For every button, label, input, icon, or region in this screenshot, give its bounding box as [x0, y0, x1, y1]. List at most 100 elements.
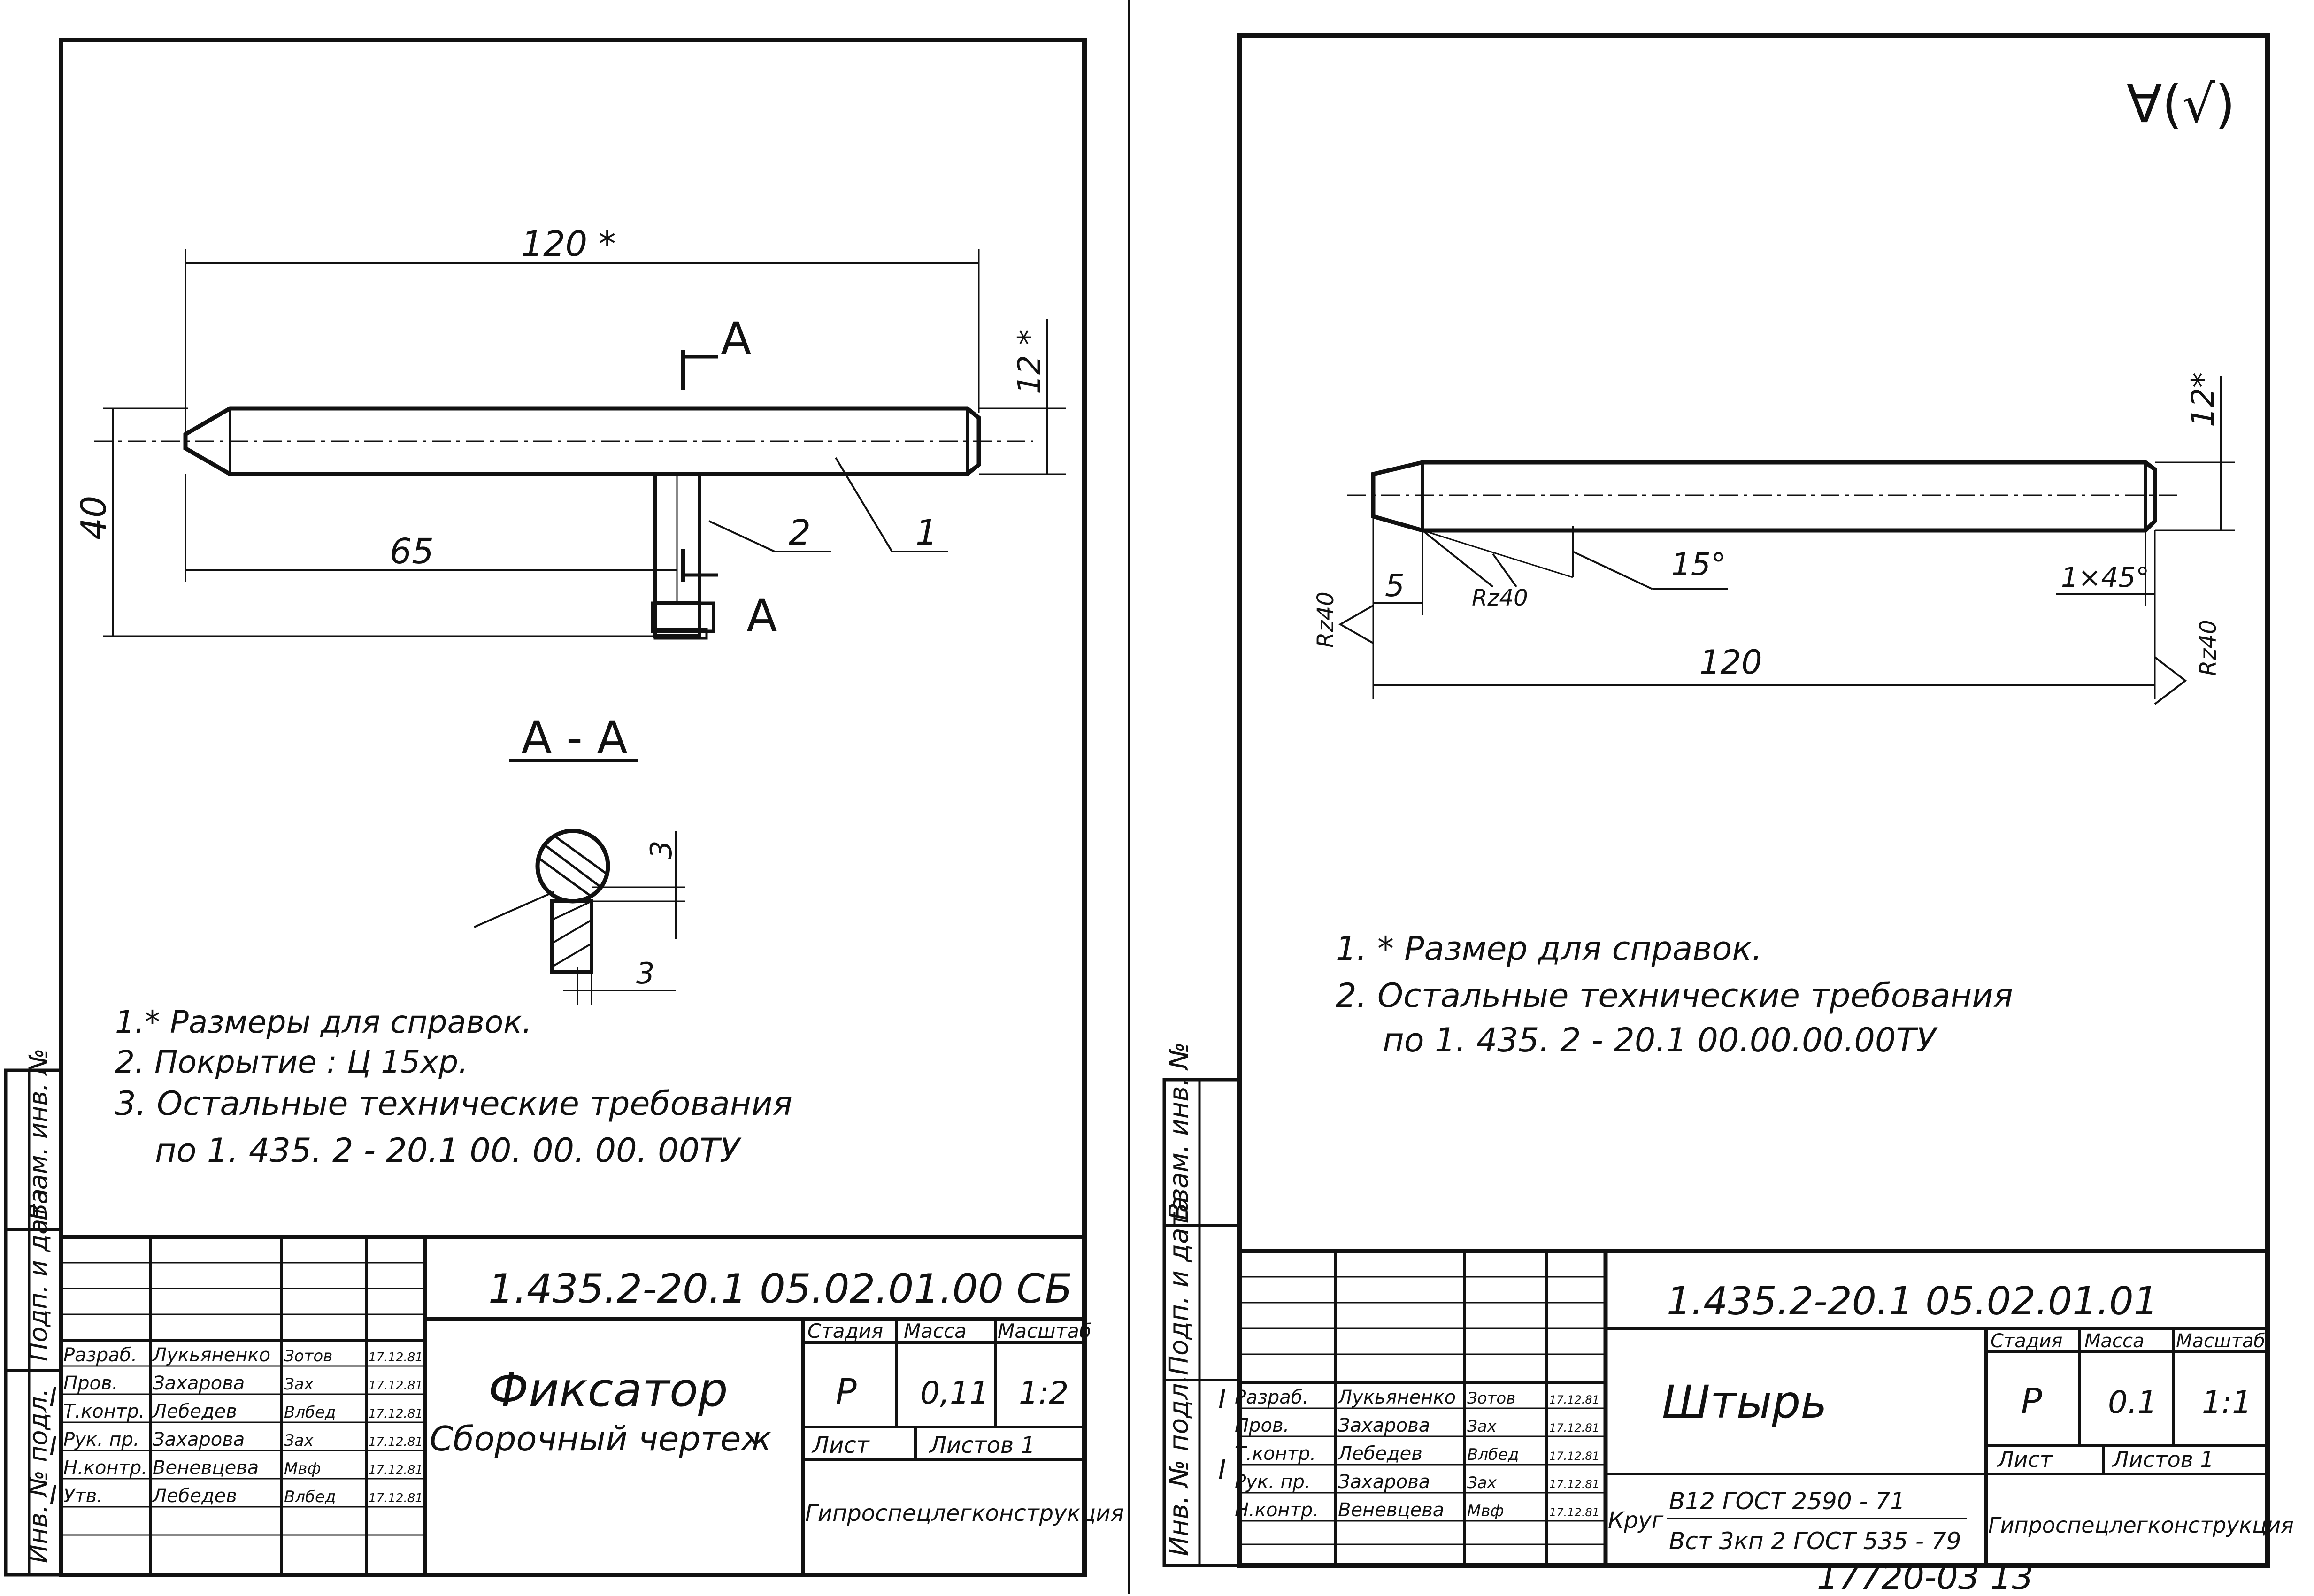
- section-dim-3a: 3: [644, 841, 678, 859]
- left-signer-name: Захарова: [153, 1373, 245, 1394]
- left-scale-value: 1:2: [1019, 1375, 1069, 1411]
- dim-diameter: 12 *: [979, 319, 1066, 475]
- leader-2: 2: [708, 513, 831, 553]
- left-signers: Разраб. Лукьяненко Зотов 17.12.81 Пров. …: [63, 1344, 423, 1507]
- leader-1: 1: [835, 457, 948, 553]
- right-header-stage: Стадия: [1991, 1330, 2062, 1352]
- left-note-4: по 1. 435. 2 - 20.1 00. 00. 00. 00ТУ: [155, 1131, 742, 1170]
- right-signer-name: Захарова: [1338, 1471, 1430, 1493]
- leader-2-label: 2: [789, 513, 811, 553]
- right-dim-length: 120: [1373, 530, 2156, 699]
- right-dim-chamfer-label: 1×45°: [2061, 561, 2149, 593]
- left-sheet-label: Лист: [811, 1432, 870, 1458]
- right-signer-date: 17.12.81: [1549, 1450, 1599, 1463]
- right-sheet: Инв. № подл. Подп. и дата Взам. инв. № ∀…: [1162, 33, 2294, 1596]
- left-note-2: 2. Покрытие : Ц 15хр.: [115, 1044, 468, 1080]
- right-roughness-2: Rz40: [1313, 591, 1339, 648]
- left-signer-name: Веневцева: [153, 1457, 259, 1479]
- right-signer-sign: Зах: [1467, 1473, 1497, 1492]
- right-signer-name: Лукьяненко: [1337, 1387, 1456, 1408]
- right-signer-role: Рук. пр.: [1235, 1471, 1311, 1493]
- right-roughness-marks: Rz40 Rz40 Rz40: [1313, 529, 2222, 705]
- left-signer-sign: Зах: [284, 1431, 314, 1450]
- right-material-prefix: Круг: [1608, 1507, 1664, 1534]
- right-header-mass: Масса: [2084, 1330, 2145, 1352]
- left-note-3: 3. Остальные технические требования: [115, 1084, 792, 1123]
- right-signer-name: Захарова: [1338, 1415, 1430, 1436]
- right-dim-diameter-label: 12*: [2185, 372, 2221, 427]
- section-aa: A - A 3 3: [474, 712, 685, 1005]
- right-dim-chamfer-len-label: 5: [1385, 568, 1405, 604]
- left-header-mass: Масса: [904, 1320, 967, 1343]
- leader-1-label: 1: [915, 513, 938, 553]
- right-material-bottom: Вст 3кп 2 ГОСТ 535 - 79: [1669, 1527, 1961, 1555]
- right-margin-strip: [1162, 1078, 1241, 1567]
- right-signer-sign: Мвф: [1467, 1502, 1504, 1520]
- right-note-2: 2. Остальные технические требования: [1336, 976, 2013, 1015]
- left-title-block: 1.435.2-20.1 05.02.01.00 СБ Фиксатор Сбо…: [49, 1235, 1124, 1575]
- pin-part: [1347, 460, 2178, 533]
- left-signer-date: 17.12.81: [369, 1435, 423, 1449]
- left-signer-sign: Зах: [284, 1375, 314, 1394]
- left-signer-sign: Зотов: [284, 1347, 332, 1366]
- left-signer-sign: Влбед: [284, 1488, 336, 1506]
- right-sheet-frame: [1237, 33, 2270, 1568]
- right-signer-date: 17.12.81: [1549, 1421, 1599, 1435]
- dim-offset-label: 65: [390, 531, 434, 572]
- left-part-name: Фиксатор: [488, 1362, 728, 1417]
- left-signer-role: Рук. пр.: [63, 1429, 139, 1450]
- section-mark-top: A: [681, 313, 752, 390]
- right-margin-label-inv: Инв. № подл.: [1164, 1375, 1194, 1556]
- left-signer-role: Т.контр.: [63, 1401, 145, 1422]
- left-note-1: 1.* Размеры для справок.: [115, 1004, 532, 1040]
- right-dim-diameter: 12*: [2155, 372, 2235, 531]
- margin-label-inv: Инв. № подл.: [23, 1388, 53, 1563]
- left-signer-sign: Мвф: [284, 1459, 321, 1478]
- dim-height: 40: [74, 407, 657, 637]
- left-signer-date: 17.12.81: [369, 1463, 423, 1477]
- right-note-1: 1. * Размер для справок.: [1336, 929, 1762, 968]
- left-header-stage: Стадия: [807, 1320, 883, 1343]
- section-dim-3b: 3: [636, 956, 654, 990]
- right-signer-sign: Влбед: [1467, 1445, 1519, 1464]
- right-part-name: Штырь: [1662, 1376, 1827, 1428]
- left-sheets-label: Листов 1: [929, 1432, 1035, 1458]
- right-title-block: 1.435.2-20.1 05.02.01.01 Штырь Стадия Ма…: [1218, 1249, 2294, 1565]
- margin-label-replace: Взам. инв. №: [23, 1048, 53, 1220]
- left-signer-date: 17.12.81: [369, 1491, 423, 1505]
- left-notes: 1.* Размеры для справок. 2. Покрытие : Ц…: [115, 1004, 792, 1170]
- right-margin-mark: I: [1218, 1455, 1226, 1485]
- section-title: A - A: [521, 712, 628, 764]
- right-signer-date: 17.12.81: [1549, 1393, 1599, 1406]
- left-margin-mark: I: [49, 1382, 57, 1412]
- right-signer-role: Н.контр.: [1235, 1499, 1319, 1521]
- right-sheets-label: Листов 1: [2112, 1447, 2214, 1472]
- left-signer-name: Лукьяненко: [152, 1344, 270, 1366]
- left-margin-mark: I: [49, 1481, 57, 1511]
- left-signer-name: Лебедев: [152, 1401, 237, 1422]
- right-notes: 1. * Размер для справок. 2. Остальные те…: [1336, 929, 2013, 1059]
- right-margin-label-sign: Подп. и дата: [1164, 1197, 1194, 1375]
- left-doc-type: Сборочный чертеж: [430, 1419, 771, 1458]
- left-sheet-frame: [59, 38, 1087, 1577]
- right-mass-value: 0.1: [2108, 1384, 2157, 1420]
- section-mark-bottom: A: [681, 549, 777, 642]
- left-signer-date: 17.12.81: [369, 1379, 423, 1393]
- left-sheet: Инв. № подл. Подп. и дата Взам. инв. № 1…: [4, 38, 1124, 1577]
- right-signer-date: 17.12.81: [1549, 1506, 1599, 1519]
- right-sheet-label: Лист: [1997, 1447, 2053, 1472]
- left-signer-role: Н.контр.: [63, 1457, 147, 1479]
- dim-diameter-label: 12 *: [1011, 330, 1047, 394]
- right-signer-role: Разраб.: [1235, 1387, 1308, 1408]
- right-dim-chamfer-len: 5: [1372, 516, 1423, 699]
- right-signer-name: Веневцева: [1338, 1499, 1444, 1521]
- roughness-mark: ∀(√): [2127, 74, 2235, 134]
- margin-label-sign: Подп. и дата: [23, 1189, 53, 1361]
- left-margin-mark: I: [49, 1431, 57, 1462]
- left-organization: Гипроспецлегконструкция: [805, 1500, 1124, 1527]
- dim-height-label: 40: [74, 496, 114, 540]
- left-stage-value: Р: [836, 1372, 857, 1412]
- right-signer-sign: Зах: [1467, 1417, 1497, 1436]
- left-designation: 1.435.2-20.1 05.02.01.00 СБ: [488, 1266, 1072, 1312]
